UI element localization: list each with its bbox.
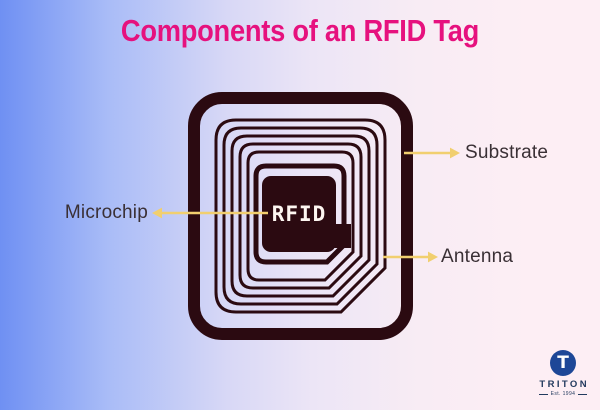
triton-logo: T TRITON Est. 1994 [528, 350, 598, 397]
chip-label: RFID [272, 202, 327, 226]
antenna-label: Antenna [441, 246, 514, 267]
antenna-coil [214, 118, 387, 314]
chip-connector-stub [334, 224, 351, 248]
triton-logo-wordmark: TRITON [539, 379, 589, 390]
triton-logo-tagline: Est. 1994 [538, 391, 588, 397]
microchip-label: Microchip [64, 202, 148, 223]
substrate-label: Substrate [465, 142, 549, 163]
microchip-arrow [152, 207, 268, 219]
page-title: Components of an RFID Tag [120, 13, 480, 48]
tag-substrate-border [188, 92, 413, 340]
chip-body [262, 176, 336, 252]
triton-logo-icon: T [550, 350, 576, 376]
microchip-shape: RFID [262, 176, 351, 252]
tagline-rule-right [578, 393, 588, 395]
antenna-arrow [383, 251, 438, 263]
substrate-arrow [404, 147, 460, 159]
tagline-rule-left [538, 393, 548, 395]
tagline-text: Est. 1994 [550, 391, 576, 397]
